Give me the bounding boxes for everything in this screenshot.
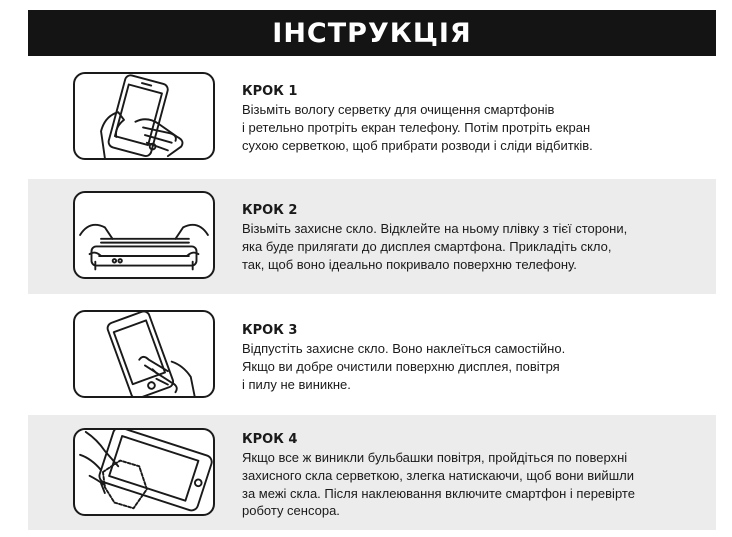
step-line: за межі скла. Після наклеювання включите… <box>242 485 635 501</box>
hands-placing-glass-icon <box>73 191 215 279</box>
step-3-text: КРОК 3 Відпустіть захисне скло. Воно нак… <box>242 322 702 393</box>
step-line: Якщо ви добре очистили поверхню дисплея,… <box>242 358 560 374</box>
step-line: і ретельно протріть екран телефону. Поті… <box>242 119 591 135</box>
step-line: Візьміть захисне скло. Відклейте на ньом… <box>242 221 628 236</box>
header-bar: ІНСТРУКЦІЯ <box>28 10 716 56</box>
cloth-smoothing-bubbles-icon <box>73 428 215 516</box>
step-title: КРОК 2 <box>242 203 298 218</box>
step-line: яка буде прилягати до дисплея смартфона.… <box>242 238 612 254</box>
step-line: Відпустіть захисне скло. Воно наклеїться… <box>242 341 566 356</box>
step-title: КРОК 3 <box>242 323 298 338</box>
step-2-text: КРОК 2 Візьміть захисне скло. Відклейте … <box>242 202 702 273</box>
step-line: сухою серветкою, щоб прибрати розводи і … <box>242 137 593 153</box>
step-1: КРОК 1 Візьміть вологу серветку для очищ… <box>28 60 716 176</box>
step-4: КРОК 4 Якщо все ж виникли бульбашки пові… <box>28 415 716 530</box>
step-3: КРОК 3 Відпустіть захисне скло. Воно нак… <box>28 297 716 412</box>
step-4-text: КРОК 4 Якщо все ж виникли бульбашки пові… <box>242 431 702 520</box>
step-2: КРОК 2 Візьміть захисне скло. Відклейте … <box>28 179 716 294</box>
step-line: роботу сенсора. <box>242 503 340 519</box>
hand-wiping-phone-icon <box>73 72 215 160</box>
step-line: Якщо все ж виникли бульбашки повітря, пр… <box>242 450 628 465</box>
step-line: захисного скла серветкою, злегка натиска… <box>242 467 634 483</box>
step-title: КРОК 4 <box>242 432 298 447</box>
step-line: Візьміть вологу серветку для очищення см… <box>242 102 555 117</box>
page-title: ІНСТРУКЦІЯ <box>272 17 472 49</box>
step-line: так, щоб воно ідеально покривало поверхн… <box>242 256 577 272</box>
finger-pressing-phone-icon <box>73 310 215 398</box>
step-line: і пилу не виникне. <box>242 376 351 392</box>
step-title: КРОК 1 <box>242 84 298 99</box>
step-1-text: КРОК 1 Візьміть вологу серветку для очищ… <box>242 83 702 154</box>
